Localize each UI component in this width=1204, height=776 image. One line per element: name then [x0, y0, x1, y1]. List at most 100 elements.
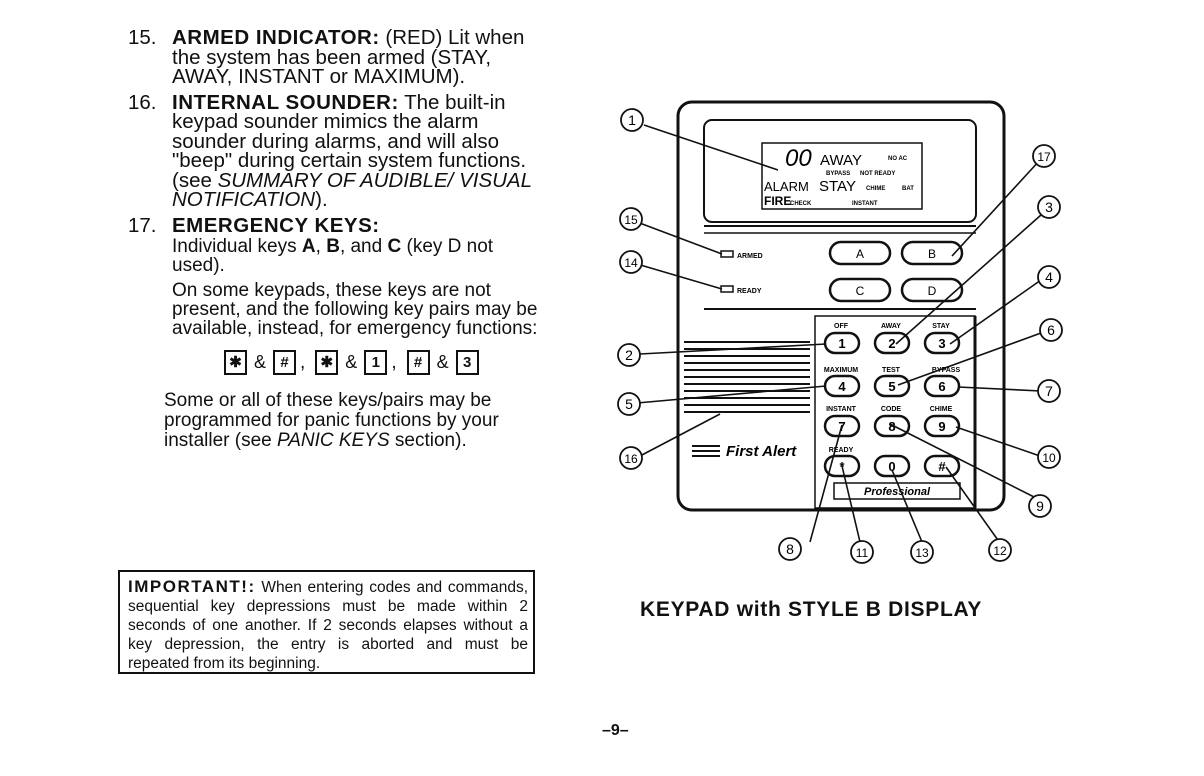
- key-3-label: 3: [938, 336, 945, 351]
- speaker-grille: [684, 341, 810, 413]
- key-a[interactable]: A: [828, 240, 892, 266]
- key-5[interactable]: 5: [873, 374, 911, 398]
- item-title: ARMED INDICATOR:: [172, 26, 380, 49]
- lcd-stay: STAY: [819, 178, 856, 195]
- callout-3: 3: [1037, 195, 1061, 219]
- armed-led: [720, 250, 734, 258]
- key-a-ref: A: [301, 236, 316, 257]
- callout-17: 17: [1032, 144, 1056, 168]
- item-17: 17. EMERGENCY KEYS:: [128, 215, 540, 236]
- key-3[interactable]: 3: [923, 331, 961, 355]
- callout-15: 15: [619, 207, 643, 231]
- callout-7: 7: [1037, 379, 1061, 403]
- key-c-ref: C: [387, 236, 402, 257]
- key-c-label: C: [856, 284, 865, 298]
- important-text: When entering codes and commands, sequen…: [128, 579, 528, 672]
- callout-label: 2: [625, 347, 633, 363]
- key-4[interactable]: 4: [823, 374, 861, 398]
- emergency-keys-paragraph: Individual keys A, B, and C (key D not u…: [172, 237, 540, 275]
- first-alert-logo: First Alert: [692, 443, 797, 460]
- item-tail: ).: [315, 188, 328, 211]
- callout-label: 9: [1036, 498, 1044, 514]
- label-instant: INSTANT: [826, 406, 857, 413]
- key-star-box: ✱: [224, 350, 247, 375]
- page-number: –9–: [602, 722, 629, 739]
- callout-label: 10: [1042, 451, 1056, 465]
- key-8-label: 8: [888, 419, 895, 434]
- label-test: TEST: [882, 367, 901, 374]
- label-off: OFF: [834, 323, 849, 330]
- label-ready: READY: [829, 447, 854, 454]
- leader-lines: [636, 124, 1042, 544]
- text: Some or all of these keys/pairs may be p…: [164, 390, 499, 451]
- ampersand: &: [436, 352, 449, 372]
- professional-label: Professional: [864, 486, 931, 498]
- key-8[interactable]: 8: [873, 414, 911, 438]
- label-stay: STAY: [932, 323, 950, 330]
- lcd-check: CHECK: [790, 201, 812, 207]
- key-6-label: 6: [938, 379, 945, 394]
- callout-label: 3: [1045, 199, 1053, 215]
- lcd-bat: BAT: [902, 186, 914, 192]
- lcd-instant: INSTANT: [852, 201, 878, 207]
- key-pairs-paragraph: On some keypads, these keys are not pres…: [172, 280, 538, 339]
- panic-paragraph: Some or all of these keys/pairs may be p…: [164, 391, 540, 451]
- comma: ,: [300, 351, 306, 373]
- key-hash-label: #: [938, 459, 946, 474]
- callout-11: 11: [850, 540, 874, 564]
- callout-label: 13: [915, 546, 929, 560]
- callout-12: 12: [988, 538, 1012, 562]
- lcd-no-ac: NO AC: [888, 156, 908, 162]
- text: Individual keys: [172, 236, 302, 257]
- key-b[interactable]: B: [900, 240, 964, 266]
- label-code: CODE: [881, 406, 902, 413]
- ampersand: &: [254, 352, 267, 372]
- label-away: AWAY: [881, 323, 901, 330]
- item-number: 15.: [128, 26, 157, 49]
- key-1[interactable]: 1: [823, 331, 861, 355]
- item-15: 15. ARMED INDICATOR: (RED) Lit when the …: [128, 26, 540, 88]
- key-6[interactable]: 6: [923, 374, 961, 398]
- lcd-bypass: BYPASS: [826, 171, 850, 177]
- callout-label: 15: [624, 213, 638, 227]
- text-column: 15. ARMED INDICATOR: (RED) Lit when the …: [128, 26, 540, 451]
- panic-keys-ref: PANIC KEYS: [277, 430, 390, 451]
- callout-label: 6: [1047, 322, 1055, 338]
- key-1-label: 1: [838, 336, 845, 351]
- lcd-chime: CHIME: [866, 186, 885, 192]
- callout-13: 13: [910, 540, 934, 564]
- text: section).: [389, 430, 467, 451]
- key-0-label: 0: [888, 459, 895, 474]
- key-pairs-row: ✱ & # , ✱ & 1 , # & 3: [224, 350, 540, 375]
- key-2[interactable]: 2: [873, 331, 911, 355]
- callout-label: 12: [993, 544, 1007, 558]
- key-4-label: 4: [838, 379, 846, 394]
- item-number: 16.: [128, 90, 157, 114]
- key-d[interactable]: D: [900, 277, 964, 303]
- text: ,: [315, 236, 327, 257]
- callout-label: 5: [625, 396, 633, 412]
- callout-label: 4: [1045, 269, 1053, 285]
- item-text: The built-in keypad sounder mimics the a…: [172, 90, 527, 192]
- key-hash[interactable]: #: [923, 454, 961, 478]
- key-9[interactable]: 9: [923, 414, 961, 438]
- callout-label: 11: [856, 546, 869, 560]
- keypad-diagram: 00 AWAY NO AC BYPASS NOT READY ALARM STA…: [617, 100, 1063, 564]
- item-text: (RED) Lit when the system has been armed…: [172, 26, 525, 88]
- key-0[interactable]: 0: [873, 454, 911, 478]
- item-title: INTERNAL SOUNDER:: [172, 90, 399, 114]
- key-c[interactable]: C: [828, 277, 892, 303]
- label-maximum: MAXIMUM: [824, 367, 858, 374]
- key-star-box: ✱: [315, 350, 339, 375]
- lcd-digits: 00: [785, 145, 812, 172]
- lcd-fire: FIRE: [764, 194, 791, 208]
- key-1-box: 1: [364, 350, 388, 375]
- callout-label: 8: [786, 541, 794, 557]
- callout-6: 6: [1039, 318, 1063, 342]
- callout-8: 8: [778, 537, 802, 561]
- key-3-box: 3: [455, 350, 479, 375]
- callout-5: 5: [617, 392, 641, 416]
- callout-4: 4: [1037, 265, 1061, 289]
- armed-label: ARMED: [737, 253, 763, 260]
- callout-14: 14: [619, 250, 643, 274]
